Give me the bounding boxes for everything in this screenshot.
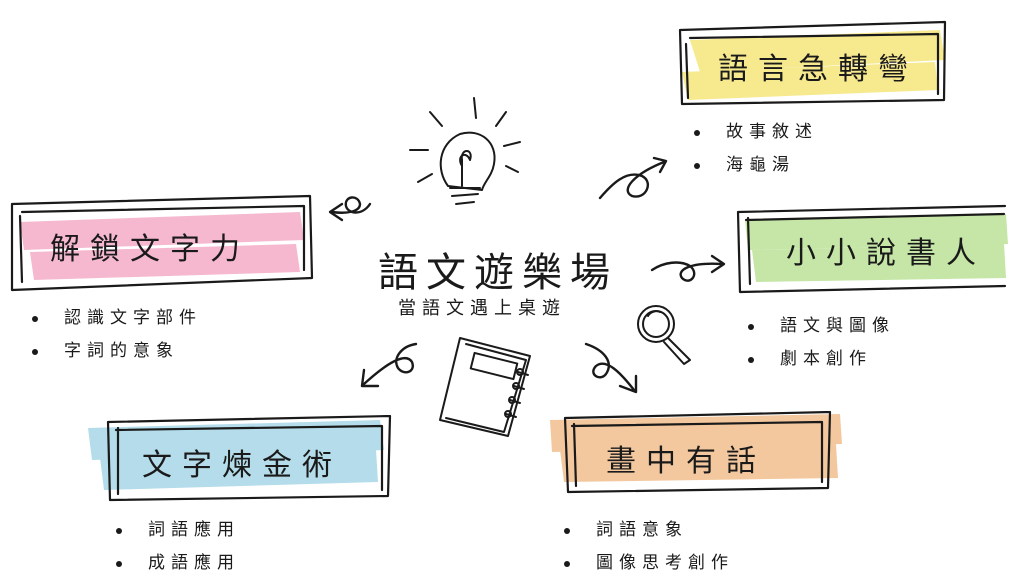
magnifier-icon	[637, 305, 691, 365]
list-item: 認識文字部件	[28, 302, 202, 335]
center-title: 語文遊樂場	[378, 250, 618, 296]
highlight-left	[20, 212, 304, 280]
list-item: 故事敘述	[690, 116, 818, 149]
list-right: 語文與圖像 劇本創作	[744, 310, 895, 376]
highlight-bottom-right	[550, 414, 842, 482]
list-item: 圖像思考創作	[560, 547, 734, 580]
arrow-to-left	[328, 196, 372, 222]
node-title-top-right: 語言急轉彎	[718, 52, 918, 87]
list-item: 字詞的意象	[28, 335, 202, 368]
list-item: 詞語應用	[112, 514, 240, 547]
node-title-left: 解鎖文字力	[50, 232, 250, 267]
notebook-icon	[439, 337, 531, 437]
lightbulb-icon	[409, 97, 521, 205]
list-item: 海龜湯	[690, 149, 818, 182]
node-title-bottom-right: 畫中有話	[606, 444, 766, 479]
arrow-to-right	[650, 254, 726, 282]
frame-top-right	[678, 20, 947, 106]
frame-bottom-right	[563, 410, 832, 494]
arrow-to-top-right	[598, 156, 668, 200]
center-subtitle: 當語文遇上桌遊	[398, 298, 566, 319]
highlight-top-right	[682, 30, 945, 100]
arrow-to-bottom-left	[360, 342, 418, 388]
frame-right	[736, 204, 1007, 294]
highlight-bottom-left	[88, 420, 384, 490]
list-item: 詞語意象	[560, 514, 734, 547]
arrow-to-bottom-right	[584, 342, 638, 394]
node-title-bottom-left: 文字煉金術	[142, 448, 342, 483]
list-item: 劇本創作	[744, 343, 895, 376]
list-item: 語文與圖像	[744, 310, 895, 343]
node-title-right: 小小說書人	[786, 236, 986, 271]
frame-bottom-left	[106, 414, 392, 502]
list-top-right: 故事敘述 海龜湯	[690, 116, 818, 182]
frame-left	[10, 194, 314, 292]
list-item: 成語應用	[112, 547, 240, 580]
list-left: 認識文字部件 字詞的意象	[28, 302, 202, 368]
list-bottom-right: 詞語意象 圖像思考創作	[560, 514, 734, 580]
list-bottom-left: 詞語應用 成語應用	[112, 514, 240, 580]
highlight-right	[745, 214, 1008, 282]
